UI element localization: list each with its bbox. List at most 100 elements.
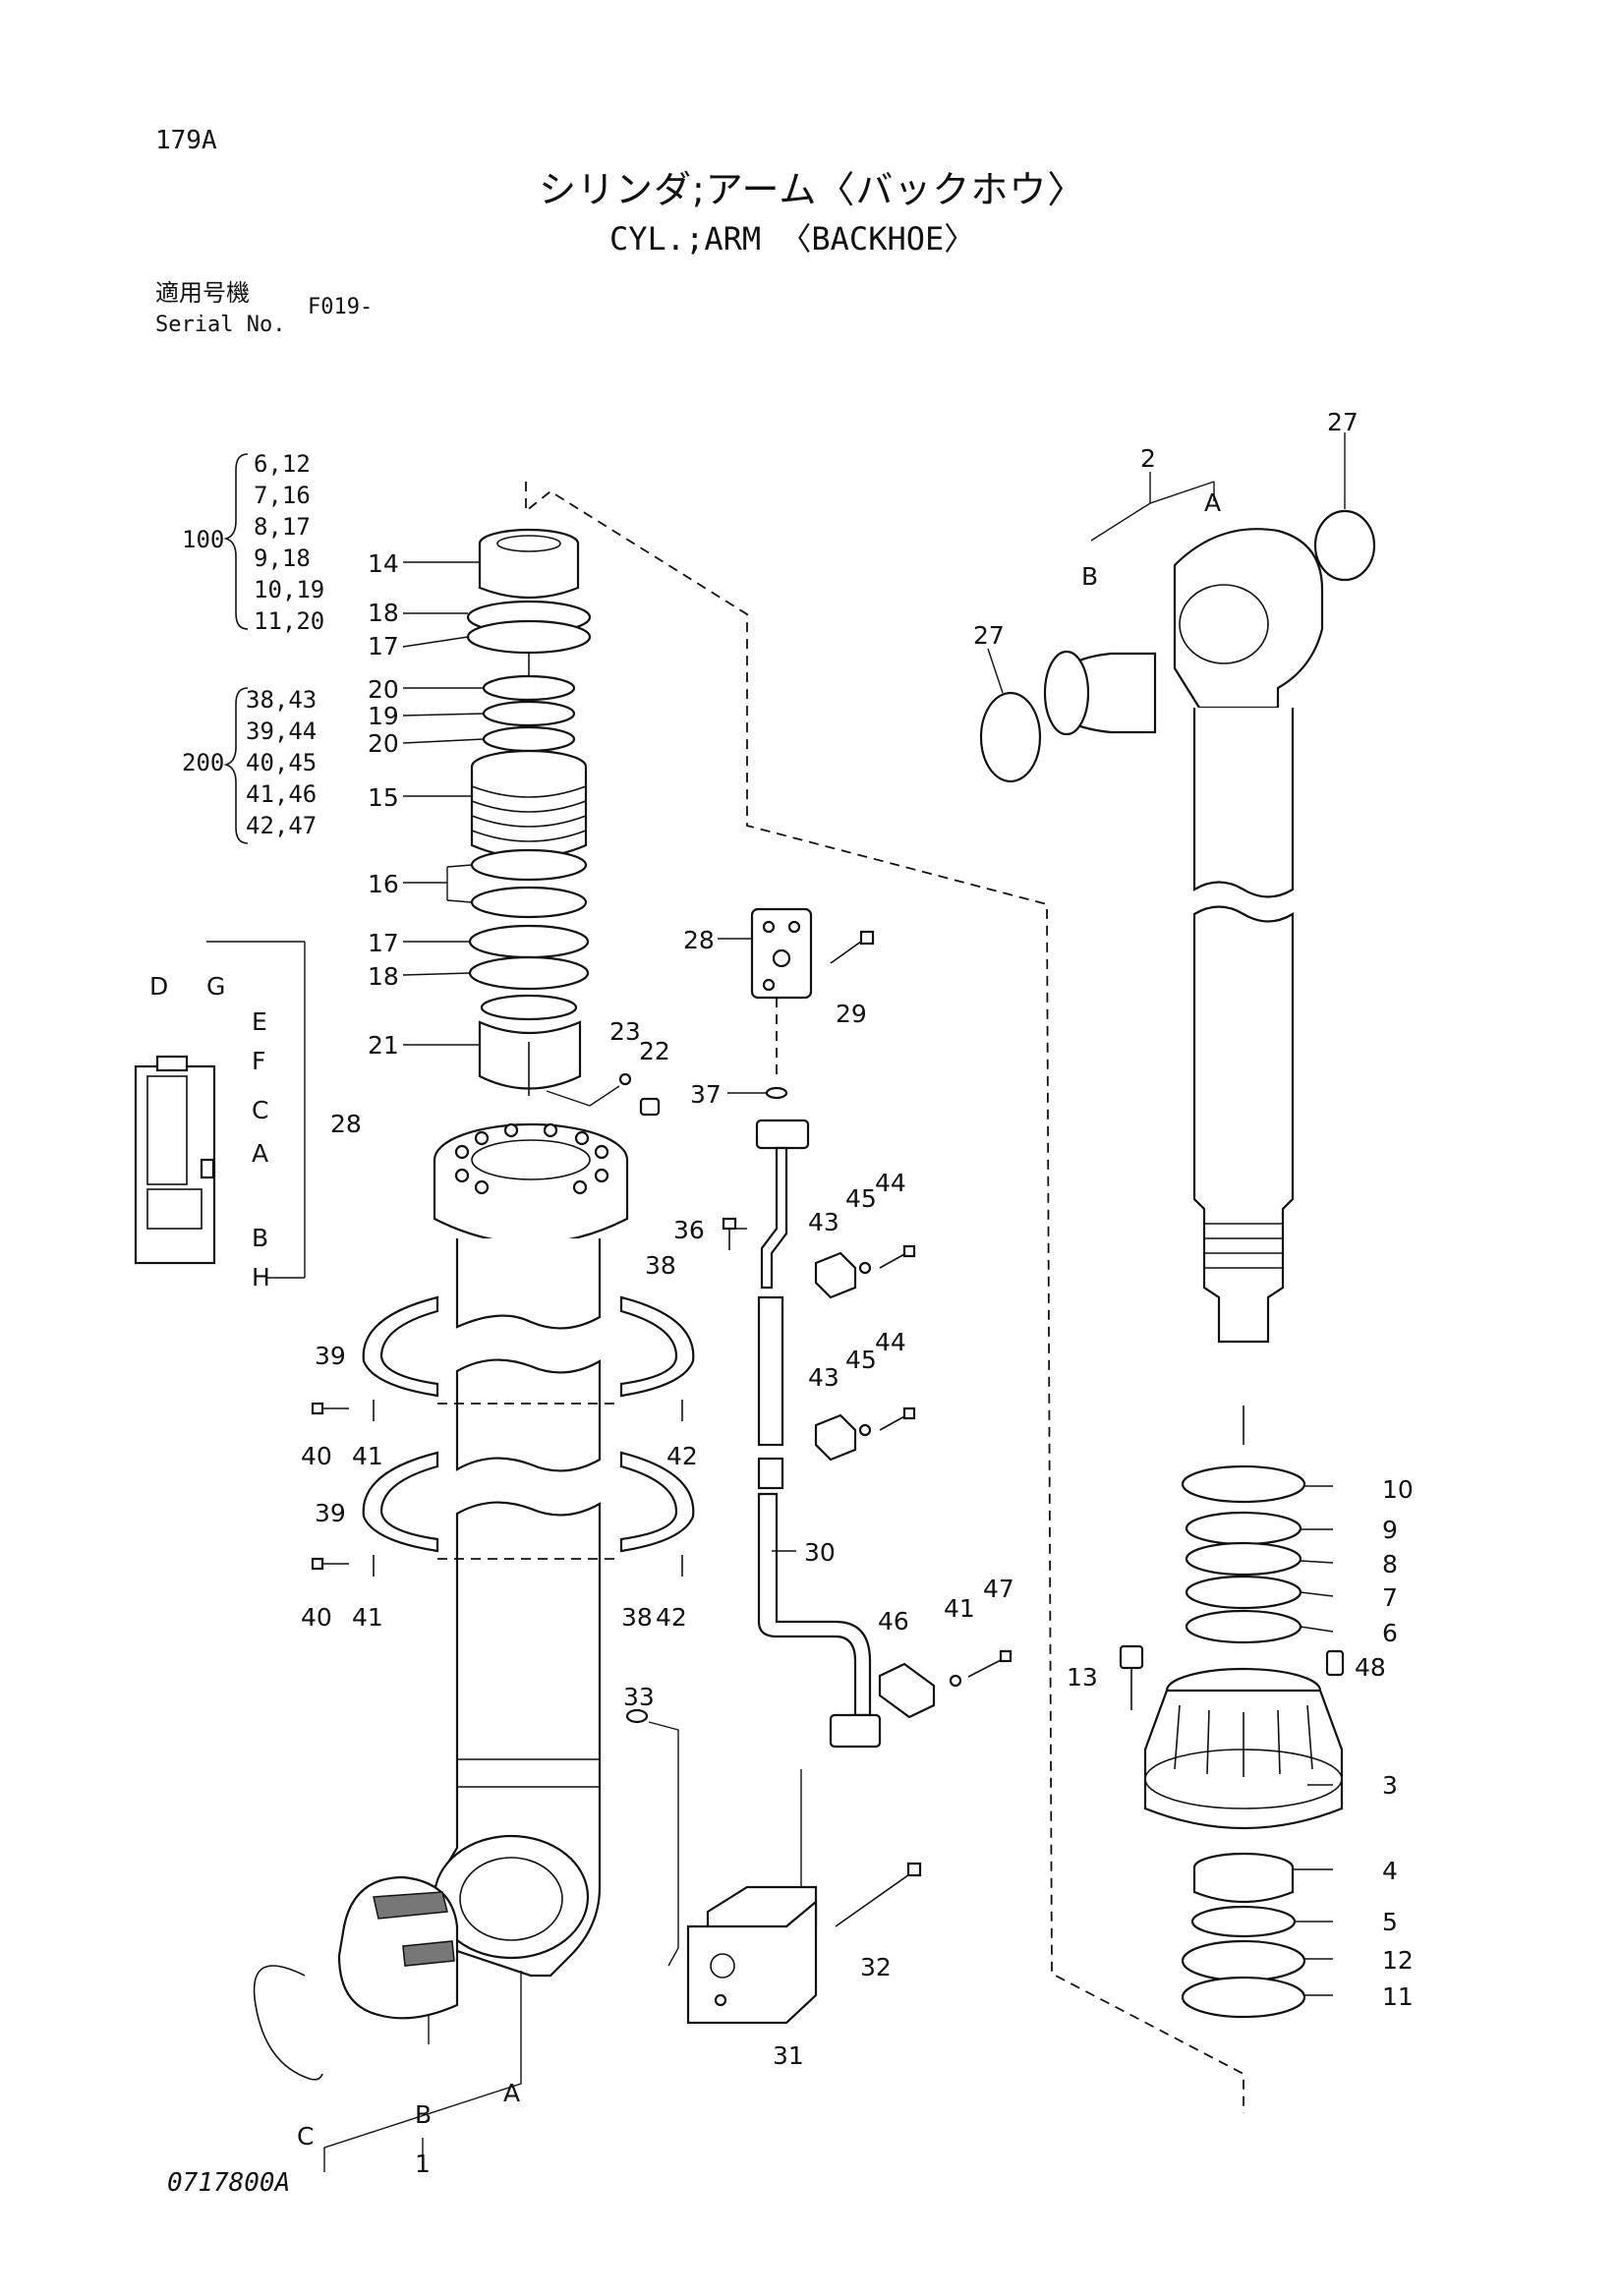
callout: 48 — [1355, 1653, 1386, 1682]
kit-item: 38,43 — [246, 686, 318, 714]
callout: 44 — [875, 1328, 906, 1356]
ring-19 — [482, 700, 576, 727]
callout: 43 — [808, 1363, 839, 1392]
callout: 43 — [808, 1208, 839, 1236]
callout: 45 — [845, 1184, 877, 1213]
valve-detail-inset — [134, 941, 306, 1279]
callout: 8 — [1382, 1550, 1398, 1578]
kit-100-label: 100 — [182, 526, 225, 553]
seal-17b — [468, 924, 590, 959]
bolt-44-lower — [879, 1406, 916, 1431]
callout: 42 — [656, 1603, 687, 1632]
pipe-flange-top — [755, 1119, 810, 1150]
bolt-13 — [1119, 1644, 1144, 1710]
washer-45-lower — [858, 1423, 872, 1437]
pipe-30 — [757, 1492, 872, 1717]
callout: 3 — [1382, 1771, 1398, 1800]
callout: 41 — [352, 1442, 383, 1470]
callout: 40 — [301, 1603, 332, 1632]
seal-17 — [466, 619, 592, 655]
valve-31-port — [710, 1953, 735, 1979]
callout: 12 — [1382, 1946, 1414, 1975]
pipe-hose-lower — [757, 1457, 784, 1490]
pipe-flange-bottom — [829, 1713, 882, 1749]
detail-letter: F — [252, 1047, 265, 1075]
nut-21 — [478, 1020, 582, 1090]
callout: 19 — [368, 702, 399, 730]
callout: 5 — [1382, 1908, 1398, 1936]
callout: 7 — [1382, 1583, 1398, 1612]
callout: A — [503, 2079, 520, 2107]
callout: 46 — [878, 1607, 909, 1636]
ring-11 — [1181, 1976, 1306, 2019]
callout: 1 — [415, 2150, 431, 2178]
callout: 36 — [673, 1216, 705, 1244]
piston-15-grooves — [471, 785, 587, 842]
clamp-39-left-upper — [362, 1295, 439, 1398]
head-flange-bore — [471, 1139, 591, 1180]
callout: 13 — [1067, 1663, 1098, 1692]
nut-21-thread — [480, 994, 578, 1021]
callout: 31 — [773, 2041, 804, 2070]
clamp-43-upper — [814, 1251, 857, 1299]
callout: C — [297, 2122, 314, 2151]
kit-100-brace — [223, 453, 249, 630]
washer-41 — [949, 1674, 962, 1688]
callout: 44 — [875, 1169, 906, 1197]
callout: 15 — [368, 783, 399, 812]
callout: 37 — [690, 1080, 722, 1109]
callout: 6 — [1382, 1619, 1398, 1647]
bushing-2B-face — [1043, 650, 1090, 736]
kit-item: 7,16 — [254, 482, 311, 509]
piston-rod-thread — [1204, 1223, 1283, 1269]
o-ring-33 — [625, 1708, 649, 1724]
callout: 41 — [944, 1594, 975, 1623]
callout: 22 — [639, 1037, 670, 1065]
snap-ring-C — [253, 1965, 323, 2081]
callout: 17 — [368, 929, 399, 957]
cylinder-head-3-flange — [1144, 1749, 1343, 1809]
clamp-39-right-lower — [619, 1451, 695, 1553]
rod-eye-bore — [459, 1857, 563, 1941]
callout: 40 — [301, 1442, 332, 1470]
kit-item: 40,45 — [246, 749, 318, 776]
bolt-32 — [835, 1862, 922, 1927]
plug-48 — [1325, 1649, 1345, 1677]
detail-letter: E — [252, 1007, 267, 1036]
lead-23 — [546, 1085, 620, 1107]
bolt-40-upper — [311, 1402, 349, 1415]
cylinder-tube-middle — [455, 1358, 602, 1472]
callout: 11 — [1382, 1982, 1414, 2011]
callout: 23 — [609, 1017, 641, 1046]
callout: 18 — [368, 962, 399, 991]
clamp-39-left-lower — [362, 1451, 439, 1553]
ring-5 — [1190, 1905, 1297, 1938]
callout: 21 — [368, 1031, 399, 1060]
valve-31 — [686, 1899, 818, 2025]
snap-ring-27-left — [979, 691, 1042, 783]
piston-rod-lower — [1192, 905, 1295, 1344]
ring-4-body — [1192, 1867, 1295, 1904]
clamp-39-right-upper — [619, 1295, 695, 1398]
callout: B — [415, 2100, 432, 2129]
lead-33 — [648, 1721, 679, 1967]
kit-200-label: 200 — [182, 749, 225, 776]
callout: 2 — [1140, 444, 1156, 473]
callout: B — [1081, 562, 1098, 591]
kit-200-brace — [223, 687, 249, 844]
bushing-14-body — [478, 544, 580, 600]
kit-item: 41,46 — [246, 780, 318, 808]
callout: 9 — [1382, 1516, 1398, 1544]
kit-item: 10,19 — [254, 576, 325, 603]
callout: 14 — [368, 549, 399, 578]
callout: 38 — [621, 1603, 653, 1632]
callout: 20 — [368, 729, 399, 758]
detail-ref: 28 — [330, 1110, 362, 1138]
serial-label-japanese: 適用号機 — [155, 279, 250, 307]
callout: 28 — [683, 926, 715, 954]
ring-20b — [482, 725, 576, 753]
detail-letter: C — [252, 1096, 268, 1124]
pipe-hose-upper — [757, 1295, 784, 1447]
rod-eye-2 — [1173, 528, 1324, 710]
